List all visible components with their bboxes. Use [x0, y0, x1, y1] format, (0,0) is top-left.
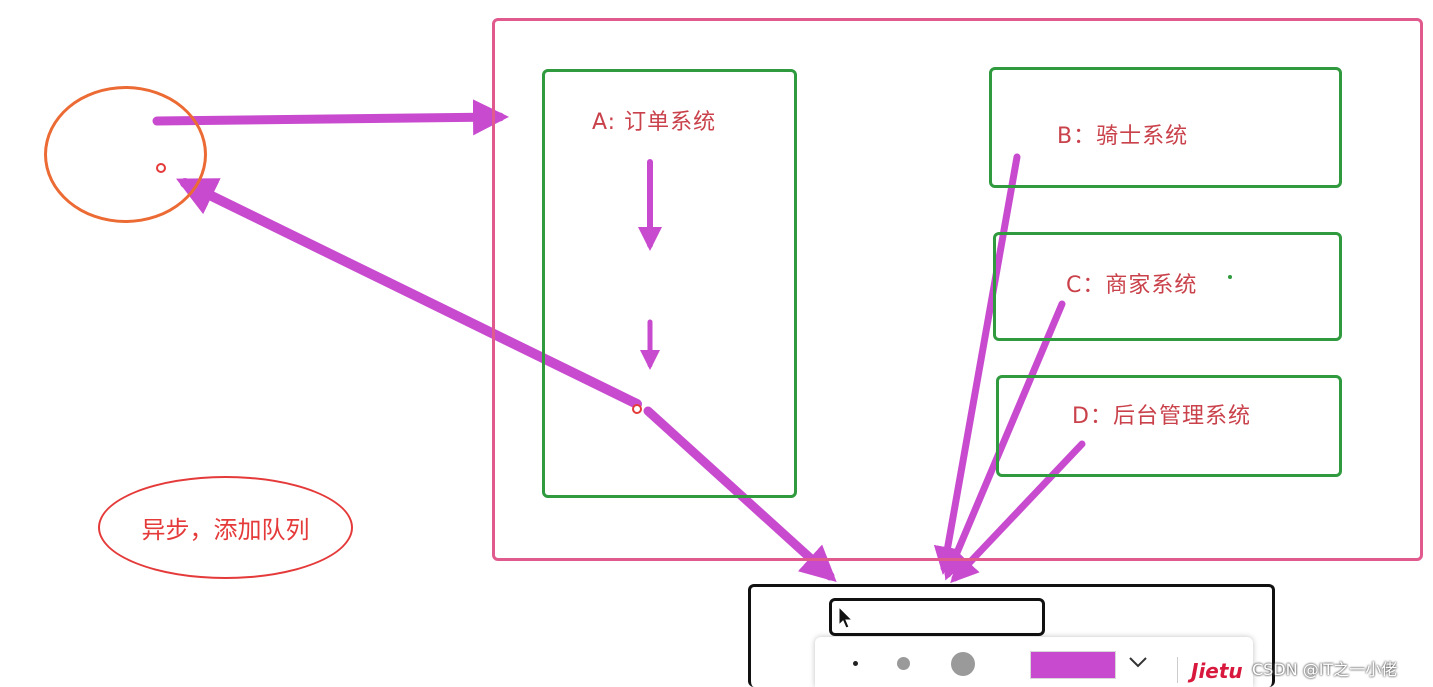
arrow-a-to-ellipse — [176, 178, 642, 409]
chevron-down-icon[interactable] — [1127, 651, 1149, 673]
admin-system-label: D：后台管理系统 — [1072, 404, 1251, 429]
user-ellipse — [44, 86, 207, 223]
system-frame — [492, 18, 1423, 561]
csdn-watermark: CSDN @IT之一小佬 — [1252, 660, 1398, 679]
medium-brush-size-option[interactable] — [897, 657, 910, 670]
jietu-brand-label: Jietu — [1191, 659, 1243, 683]
async-ellipse — [98, 476, 353, 579]
queue-inner-box — [829, 598, 1045, 636]
stray-dot — [1228, 275, 1232, 279]
color-swatch[interactable] — [1030, 651, 1116, 679]
arrow-d-to-queue — [950, 440, 1086, 584]
rider-system-label: B：骑士系统 — [1057, 124, 1189, 149]
arrow-c-to-queue — [943, 300, 1066, 581]
merchant-system-box — [993, 232, 1342, 341]
annotation-toolbar[interactable]: Jietu — [815, 637, 1253, 687]
large-brush-size-option[interactable] — [951, 652, 975, 676]
anchor-point-a — [632, 404, 642, 414]
queue-box — [748, 584, 1275, 687]
toolbar-divider — [1177, 657, 1178, 683]
mouse-cursor-icon — [838, 606, 854, 629]
arrow-ellipse-to-a — [152, 99, 509, 136]
arrow-b-to-queue — [933, 153, 1021, 575]
order-system-label: A: 订单系统 — [592, 110, 717, 135]
small-brush-size-option[interactable] — [853, 661, 858, 666]
merchant-system-label: C：商家系统 — [1066, 273, 1198, 298]
admin-system-box — [996, 375, 1342, 477]
rider-system-box — [989, 67, 1342, 188]
async-queue-label: 异步，添加队列 — [141, 516, 310, 544]
order-system-box — [542, 69, 797, 498]
arrow-a-to-queue — [643, 406, 837, 583]
